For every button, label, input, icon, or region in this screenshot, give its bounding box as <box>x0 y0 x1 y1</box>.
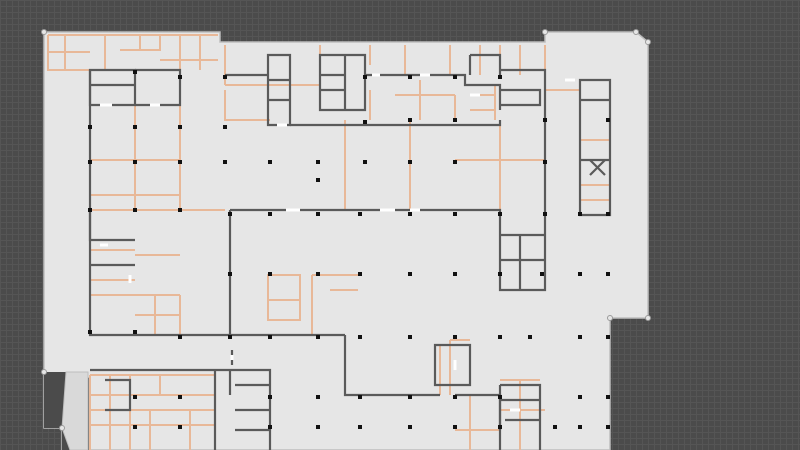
column-grid <box>88 70 610 429</box>
corner-notch-floor <box>61 371 89 450</box>
corner-markers <box>41 29 651 431</box>
door-openings <box>100 73 575 412</box>
